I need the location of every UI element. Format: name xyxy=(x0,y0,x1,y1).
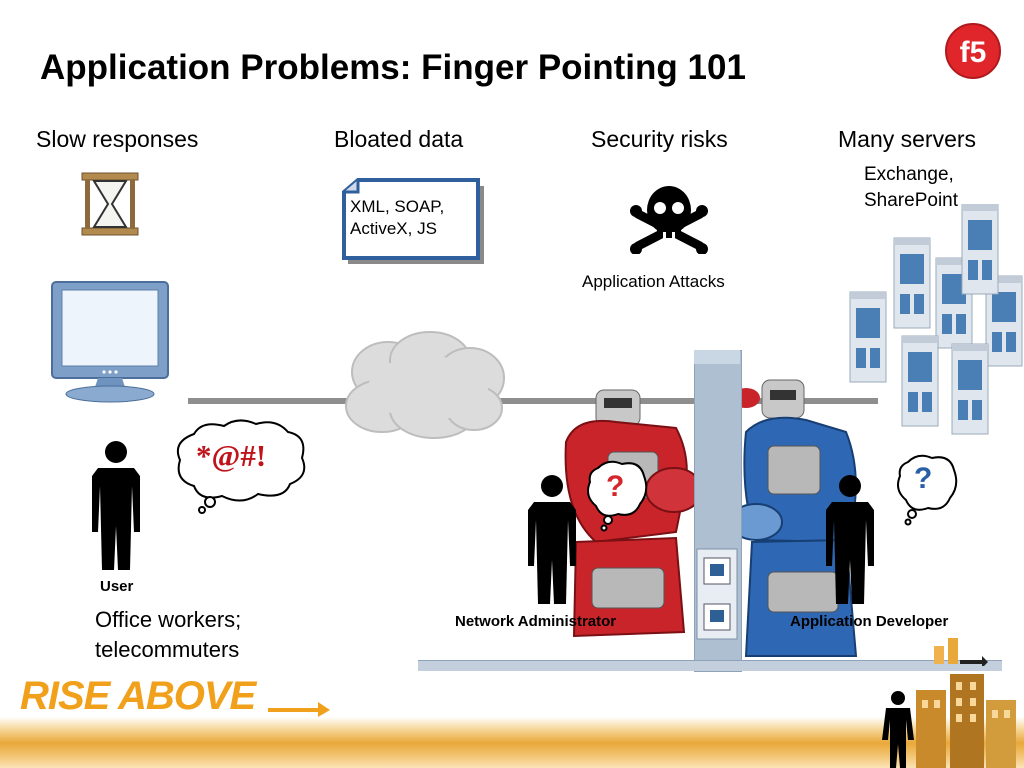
servers-subtitle-line1: Exchange, xyxy=(864,164,954,185)
server-tower xyxy=(893,237,931,329)
f5-logo: f5 xyxy=(945,23,1001,79)
slogan-arrow-icon xyxy=(268,702,330,717)
cloud-icon xyxy=(345,331,505,439)
user-description-line2: telecommuters xyxy=(95,637,240,662)
servers-subtitle: Exchange, SharePoint xyxy=(864,162,958,214)
network-line xyxy=(188,398,878,404)
footer-skyline-image xyxy=(882,674,1016,768)
server-tower xyxy=(951,343,989,435)
app-developer-bubble-text: ? xyxy=(914,462,933,495)
hourglass-icon xyxy=(81,172,139,236)
server-tower xyxy=(849,291,887,383)
fighting-robots-image xyxy=(564,379,858,657)
network-admin-bubble-text: ? xyxy=(606,470,625,503)
network-floor xyxy=(418,660,1002,671)
document-text-line1: XML, SOAP, xyxy=(350,197,445,216)
user-label: User xyxy=(100,578,134,595)
user-thought-bubble xyxy=(176,419,306,514)
growth-arrow-icon xyxy=(934,638,988,666)
document-icon xyxy=(342,178,484,264)
f5-logo-text: f5 xyxy=(960,36,987,69)
footer-band xyxy=(0,717,1024,768)
app-developer-person-icon xyxy=(826,475,874,604)
app-developer-thought-bubble xyxy=(897,454,958,526)
application-attacks-caption: Application Attacks xyxy=(582,272,725,291)
network-jack-icon xyxy=(696,548,738,640)
document-text: XML, SOAP, ActiveX, JS xyxy=(350,196,444,240)
firewall-wall-top xyxy=(694,350,740,364)
heading-bloated-data: Bloated data xyxy=(334,126,464,152)
heading-slow-responses: Slow responses xyxy=(36,126,199,152)
heading-many-servers: Many servers xyxy=(838,126,977,152)
network-admin-thought-bubble xyxy=(587,460,648,532)
network-admin-person-icon xyxy=(528,475,576,604)
user-person-icon xyxy=(92,441,140,570)
user-description-line1: Office workers; xyxy=(95,607,242,632)
monitor-icon xyxy=(51,281,169,403)
app-developer-label: Application Developer xyxy=(790,613,949,630)
rise-above-slogan: RISE ABOVE xyxy=(20,674,256,718)
network-admin-label: Network Administrator xyxy=(455,613,617,630)
slide-title: Application Problems: Finger Pointing 10… xyxy=(40,48,746,87)
businessman-silhouette xyxy=(882,691,914,768)
user-bubble-text: *@#! xyxy=(196,438,267,473)
server-tower xyxy=(961,204,999,295)
user-description: Office workers; telecommuters xyxy=(95,605,241,665)
heading-security-risks: Security risks xyxy=(591,126,728,152)
servers-subtitle-line2: SharePoint xyxy=(864,190,959,211)
document-text-line2: ActiveX, JS xyxy=(350,219,437,238)
skull-crossbones-icon xyxy=(630,186,708,254)
